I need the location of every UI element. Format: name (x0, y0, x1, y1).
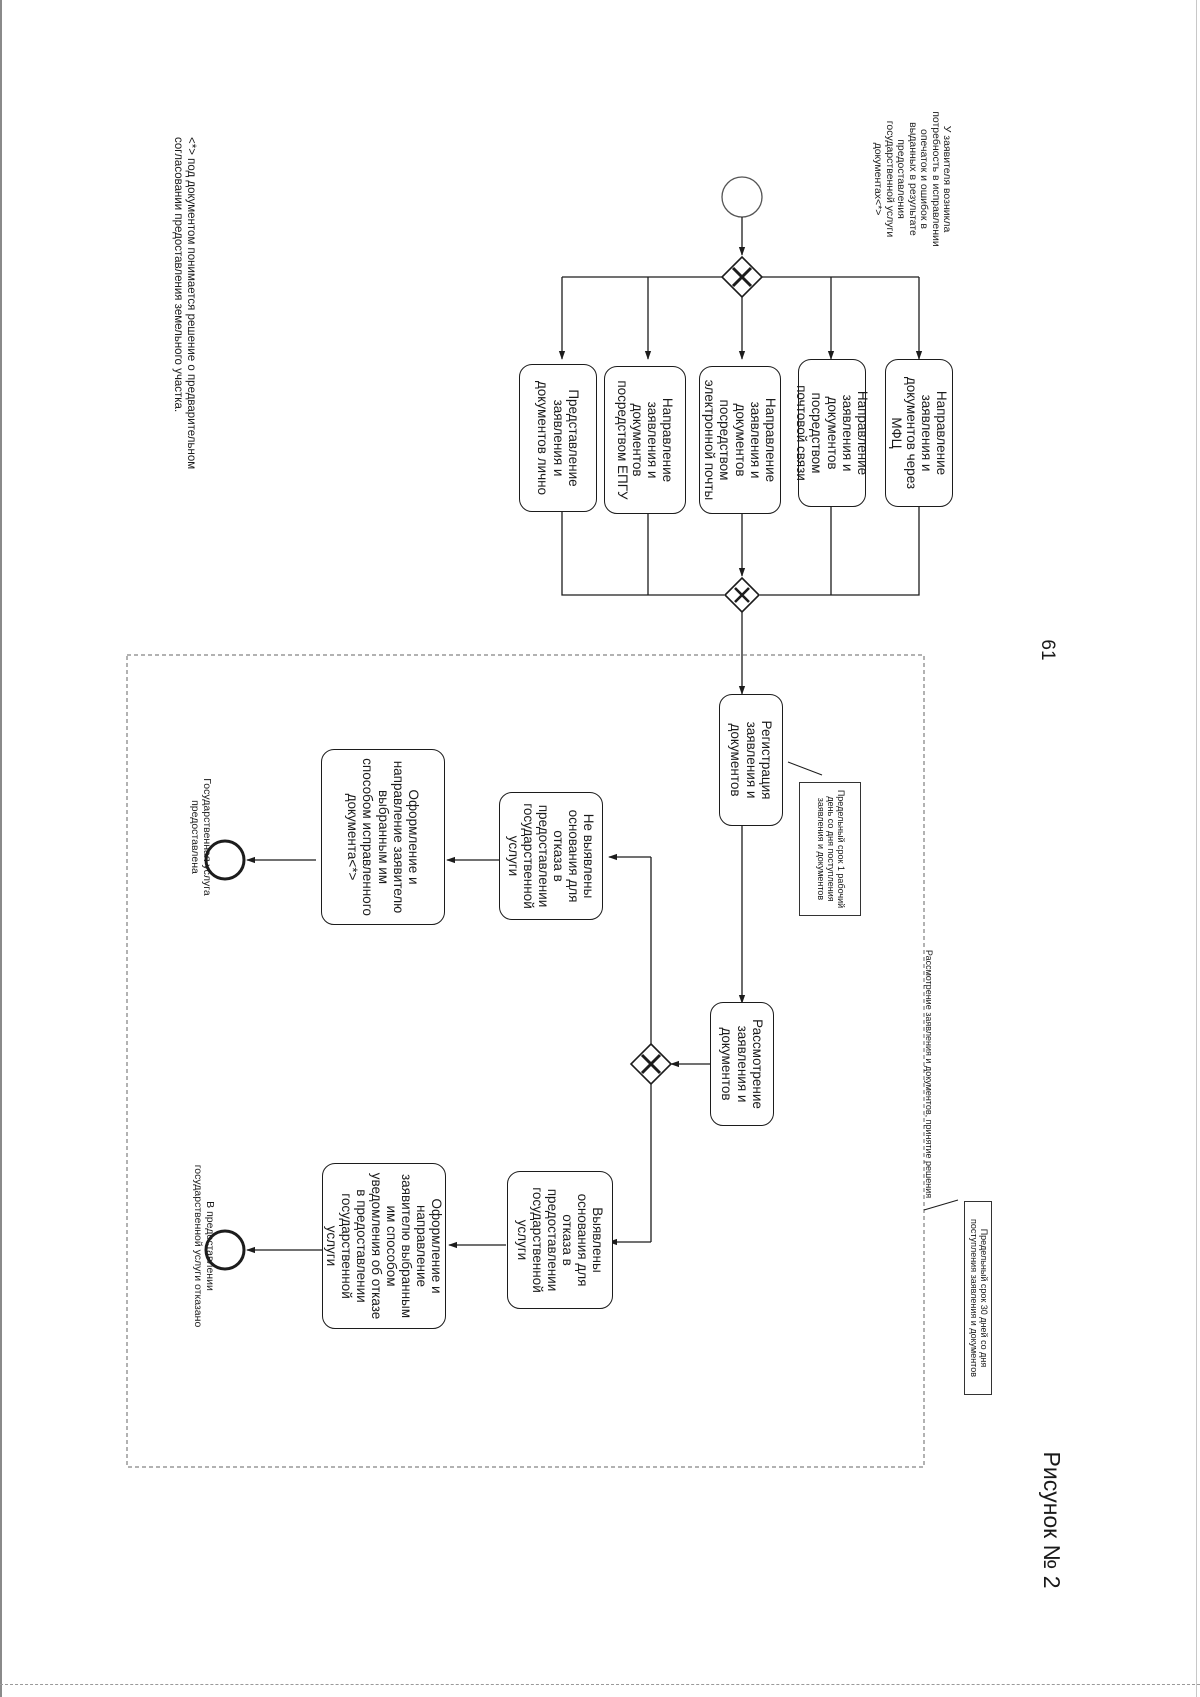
scan-edge-bottom (0, 1684, 1200, 1685)
task-registration: Регистрация заявления и документов (719, 694, 783, 826)
scan-edge-right (1196, 0, 1197, 1697)
scan-edge-left (0, 0, 2, 1697)
task-no-grounds: Не выявлены основания для отказа в предо… (499, 792, 603, 920)
task-issue-refusal-notice: Оформление и направление заявителю выбра… (322, 1163, 446, 1329)
subprocess-deadline-connector (923, 1199, 959, 1211)
subprocess-deadline-note: Предельный срок 30 дней со дня поступлен… (964, 1201, 992, 1395)
task-submit-mfc: Направление заявления и документов через… (885, 359, 953, 507)
task-submit-personal: Представление заявления и документов лич… (519, 364, 597, 512)
task-submit-epgu: Направление заявления и документов посре… (604, 366, 686, 514)
merge-branch-lines (561, 507, 920, 596)
end-provided-label: Государственная услуга предоставлена (189, 778, 213, 896)
task-submit-email: Направление заявления и документов посре… (699, 366, 781, 514)
registration-deadline-connector (787, 761, 823, 776)
registration-deadline-note: Предельный срок 1 рабочий день со дня по… (799, 782, 861, 916)
figure-caption: Рисунок № 2 (1039, 1451, 1066, 1589)
task-review: Рассмотрение заявления и документов (710, 1002, 774, 1126)
merge-gateway (723, 576, 761, 614)
task-submit-post: Направление заявления и документов посре… (794, 359, 870, 507)
task-grounds-found: Выявлены основания для отказа в предоста… (507, 1171, 613, 1309)
subprocess-frame (126, 654, 925, 1468)
end-refused-label: В предоставлении государственной услуги … (192, 1164, 216, 1328)
end-event-provided (204, 839, 246, 881)
footnote: <*> под документом понимается решение о … (172, 137, 198, 470)
split-gateway (720, 255, 764, 299)
start-note: У заявителя возникла потребность в испра… (872, 111, 954, 247)
subprocess-label: Рассмотрение заявления и документов, при… (923, 949, 934, 1199)
page-number: 61 (1037, 639, 1058, 661)
task-issue-corrected-document: Оформление и направление заявителю выбра… (321, 749, 445, 925)
end-event-refused (204, 1229, 246, 1271)
start-event (721, 176, 763, 218)
decision-gateway (629, 1042, 673, 1086)
